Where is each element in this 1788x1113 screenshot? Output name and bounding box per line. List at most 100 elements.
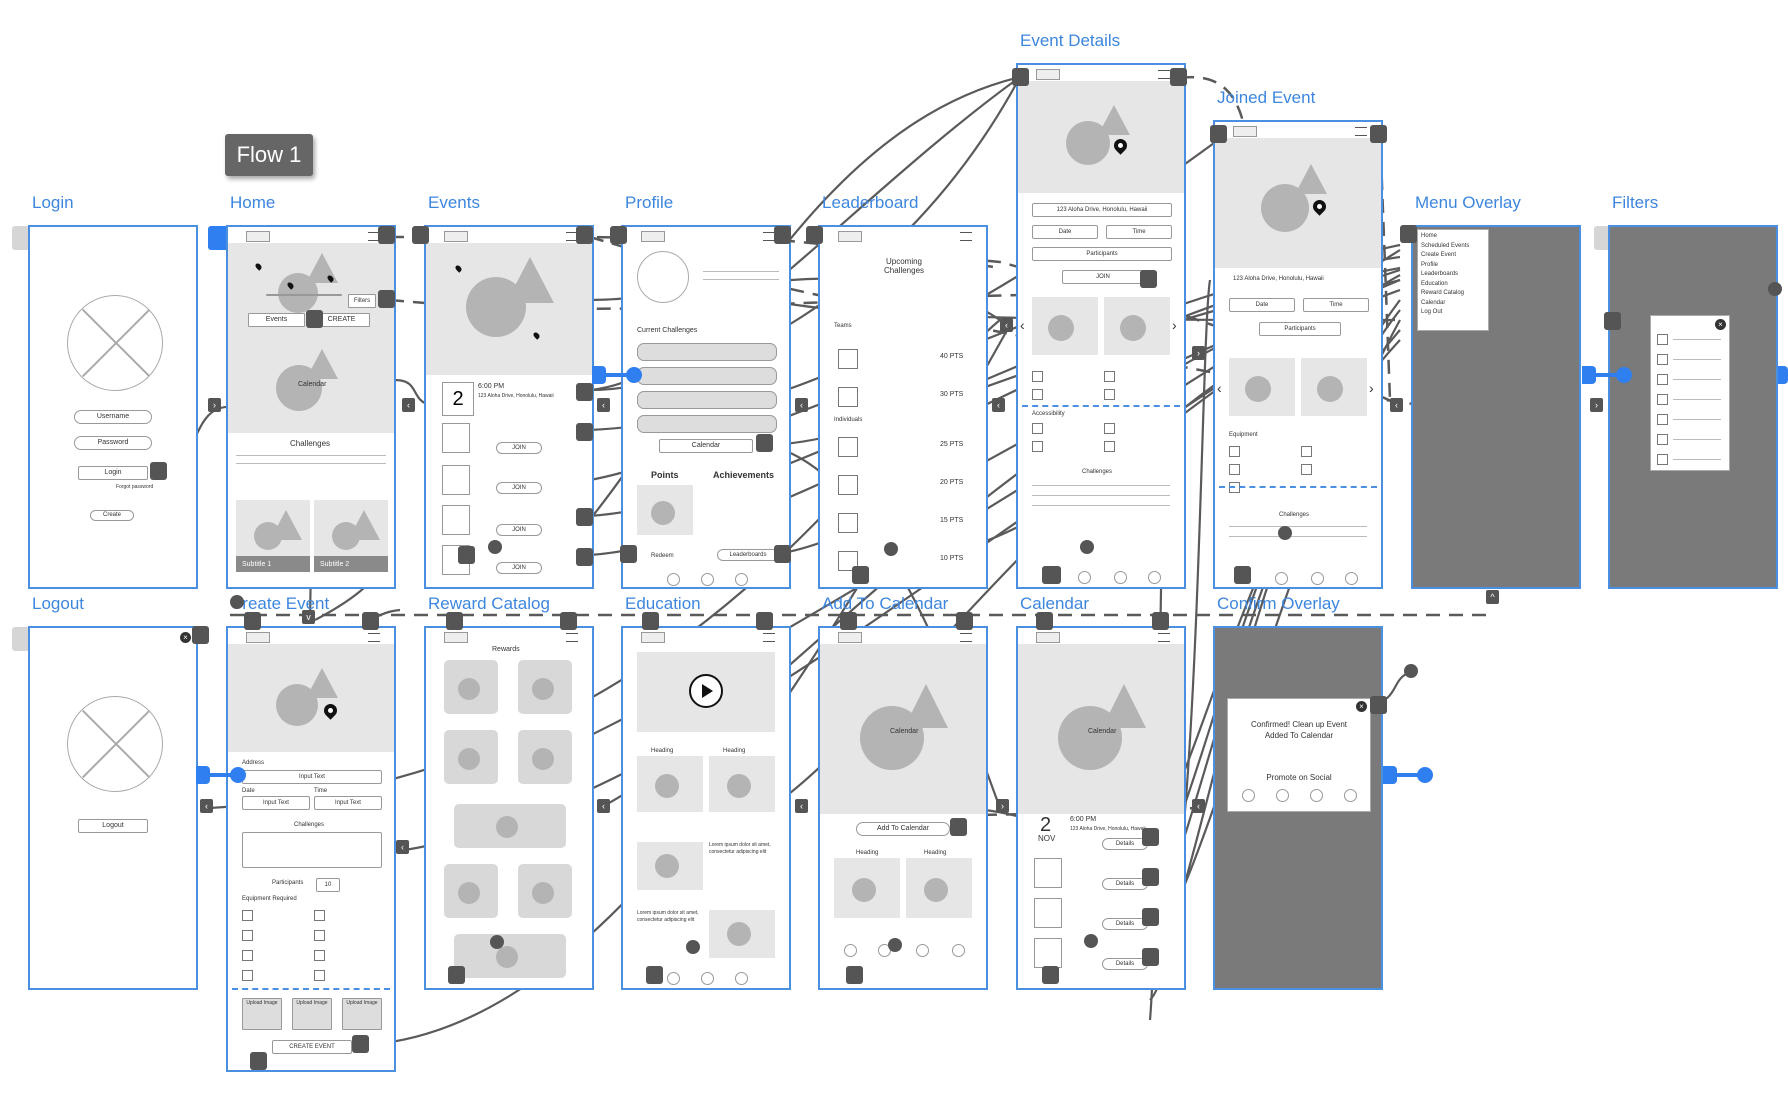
search-input[interactable]	[266, 294, 342, 296]
connection-anchor[interactable]	[576, 423, 593, 441]
connection-anchor[interactable]	[1142, 908, 1159, 926]
reward-item[interactable]	[518, 660, 572, 714]
chevron-left-icon[interactable]: ‹	[992, 398, 1005, 412]
chevron-left-icon[interactable]: ‹	[1192, 799, 1205, 813]
login-button[interactable]: Login	[78, 466, 148, 480]
reward-item[interactable]	[518, 864, 572, 918]
join-button[interactable]: JOIN	[1062, 270, 1144, 284]
connection-anchor[interactable]	[1234, 566, 1251, 584]
connection-endpoint[interactable]	[230, 595, 244, 609]
nav-icon[interactable]	[667, 972, 680, 985]
connection-anchor[interactable]	[620, 545, 637, 563]
equipment-checkbox[interactable]	[1032, 389, 1043, 400]
reward-item[interactable]	[444, 660, 498, 714]
link-hotspot[interactable]	[592, 366, 652, 384]
menu-item-education[interactable]: Education	[1421, 280, 1448, 287]
connection-anchor[interactable]	[560, 612, 577, 630]
screen-menu-overlay[interactable]: Home Scheduled Events Create Event Profi…	[1411, 225, 1581, 589]
menu-icon[interactable]	[1355, 127, 1367, 136]
screen-label-education[interactable]: Education	[625, 594, 701, 613]
chevron-right-icon[interactable]: ›	[208, 398, 221, 412]
menu-icon[interactable]	[763, 232, 775, 241]
screen-handle[interactable]	[12, 627, 32, 651]
social-share-icon[interactable]	[1310, 789, 1323, 802]
connection-anchor[interactable]	[642, 612, 659, 630]
reward-item[interactable]	[454, 804, 566, 848]
date-input[interactable]: Input Text	[242, 796, 310, 810]
participants-select[interactable]: 10	[316, 878, 340, 892]
connection-anchor[interactable]	[1142, 868, 1159, 886]
connection-anchor[interactable]	[846, 966, 863, 984]
connection-endpoint[interactable]	[1080, 540, 1094, 554]
connection-anchor[interactable]	[1042, 966, 1059, 984]
connection-endpoint[interactable]	[1278, 526, 1292, 540]
connection-anchor[interactable]	[1604, 312, 1621, 330]
menu-item-calendar[interactable]: Calendar	[1421, 299, 1446, 306]
connection-endpoint[interactable]	[888, 938, 902, 952]
nav-icon[interactable]	[844, 944, 857, 957]
link-hotspot[interactable]	[1582, 366, 1642, 384]
connection-anchor[interactable]	[956, 612, 973, 630]
nav-icon[interactable]	[1275, 572, 1288, 585]
reward-item[interactable]	[518, 730, 572, 784]
nav-icon[interactable]	[1148, 571, 1161, 584]
menu-item-home[interactable]: Home	[1421, 233, 1438, 239]
details-button[interactable]: Details	[1102, 958, 1148, 970]
equipment-checkbox[interactable]	[314, 950, 325, 961]
connection-anchor[interactable]	[756, 612, 773, 630]
connection-endpoint[interactable]	[1084, 934, 1098, 948]
chevron-left-icon[interactable]: ‹	[1217, 380, 1222, 396]
connection-anchor[interactable]	[378, 290, 395, 308]
link-hotspot[interactable]	[1383, 766, 1443, 784]
connection-anchor[interactable]	[458, 546, 475, 564]
close-icon[interactable]: ×	[1356, 701, 1367, 712]
social-share-icon[interactable]	[1242, 789, 1255, 802]
nav-icon[interactable]	[701, 972, 714, 985]
join-button[interactable]: JOIN	[496, 442, 542, 454]
create-event-button[interactable]: CREATE EVENT	[272, 1040, 352, 1054]
equipment-checkbox[interactable]	[242, 930, 253, 941]
menu-item-reward-catalog[interactable]: Reward Catalog	[1421, 290, 1465, 296]
screen-home[interactable]: Filters Events CREATE Calendar Challenge…	[226, 225, 396, 589]
menu-icon[interactable]	[960, 633, 972, 642]
chevron-left-icon[interactable]: ‹	[795, 398, 808, 412]
chevron-left-icon[interactable]: ‹	[795, 799, 808, 813]
screen-label-profile[interactable]: Profile	[625, 193, 674, 212]
close-icon[interactable]: ×	[180, 632, 191, 643]
screen-leaderboard[interactable]: Upcoming Challenges Teams 40 PTS 30 PTS …	[818, 225, 988, 589]
address-input[interactable]: Input Text	[242, 770, 382, 784]
connection-endpoint[interactable]	[884, 542, 898, 556]
equipment-checkbox[interactable]	[1301, 446, 1312, 457]
screen-handle[interactable]	[12, 226, 32, 250]
connection-anchor[interactable]	[774, 545, 791, 563]
chevron-down-icon[interactable]: v	[302, 610, 315, 624]
connection-anchor[interactable]	[1012, 68, 1029, 86]
connection-anchor[interactable]	[1210, 125, 1227, 143]
upload-image-button[interactable]: Upload Image	[242, 998, 282, 1030]
menu-icon[interactable]	[960, 232, 972, 241]
chevron-left-icon[interactable]: ‹	[597, 398, 610, 412]
filter-checkbox[interactable]	[1657, 454, 1668, 465]
nav-icon[interactable]	[1114, 571, 1127, 584]
connection-endpoint[interactable]	[490, 935, 504, 949]
play-icon[interactable]	[689, 674, 723, 708]
nav-icon[interactable]	[735, 573, 748, 586]
screen-label-menu-overlay[interactable]: Menu Overlay	[1415, 193, 1521, 212]
upload-image-button[interactable]: Upload Image	[292, 998, 332, 1030]
social-share-icon[interactable]	[1276, 789, 1289, 802]
screen-logout[interactable]: × Logout	[28, 626, 198, 990]
screen-label-home[interactable]: Home	[230, 193, 276, 212]
chevron-left-icon[interactable]: ‹	[1020, 317, 1025, 333]
screen-label-leaderboard[interactable]: Leaderboard	[822, 193, 919, 212]
nav-icon[interactable]	[1345, 572, 1358, 585]
connection-anchor[interactable]	[1170, 68, 1187, 86]
menu-icon[interactable]	[1158, 633, 1170, 642]
connection-anchor[interactable]	[448, 966, 465, 984]
filter-checkbox[interactable]	[1657, 354, 1668, 365]
connection-endpoint[interactable]	[488, 540, 502, 554]
screen-event-details[interactable]: 123 Aloha Drive, Honolulu, Hawaii Date T…	[1016, 63, 1186, 589]
screen-label-add-to-calendar[interactable]: Add To Calendar	[822, 594, 949, 613]
accessibility-checkbox[interactable]	[1104, 423, 1115, 434]
chevron-up-icon[interactable]: ^	[1486, 590, 1499, 604]
chevron-left-icon[interactable]: ‹	[1390, 398, 1403, 412]
